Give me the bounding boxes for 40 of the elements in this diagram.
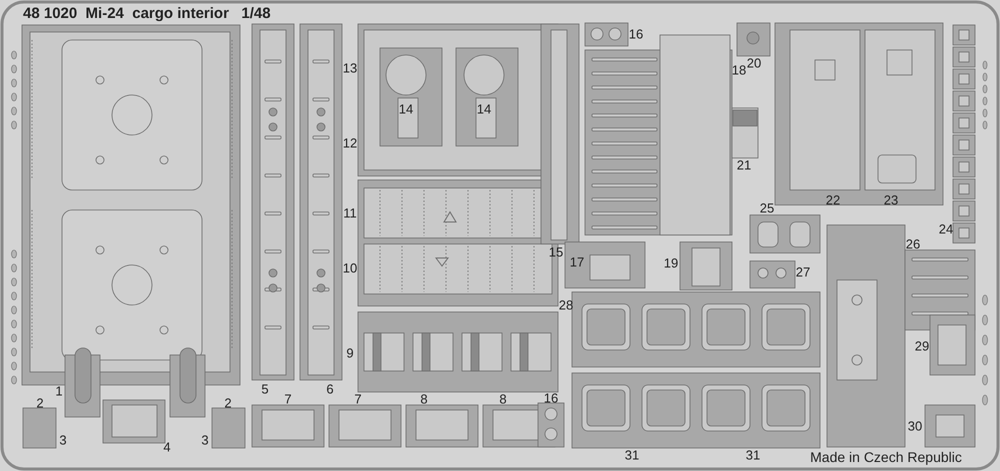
part-number: 5 (261, 382, 269, 396)
part-number: 20 (746, 56, 762, 70)
part-number: 8 (420, 392, 428, 406)
part-number: 7 (354, 392, 362, 406)
part-number: 18 (732, 64, 746, 76)
part-number: 27 (796, 266, 810, 278)
part-number: 13 (342, 62, 358, 74)
part-number: 29 (914, 340, 930, 352)
part-number: 1 (55, 384, 63, 398)
part-number: 3 (59, 434, 67, 446)
part-number: 31 (746, 448, 760, 462)
part-number: 16 (544, 392, 558, 404)
part-number: 17 (570, 256, 584, 268)
part-number: 26 (906, 238, 920, 250)
part-number: 9 (346, 346, 354, 360)
part-number: 16 (628, 28, 644, 40)
part-number: 8 (499, 392, 507, 406)
part-number: 23 (884, 194, 898, 206)
origin-note: Made in Czech Republic (810, 450, 962, 464)
part-number: 6 (326, 382, 334, 396)
part-number: 14 (398, 102, 414, 116)
part-number: 24 (938, 222, 954, 236)
part-number: 3 (201, 434, 209, 446)
part-number: 2 (36, 396, 44, 410)
part-number: 22 (826, 194, 840, 206)
part-number: 11 (343, 206, 357, 220)
part-number: 2 (224, 396, 232, 410)
part-number: 28 (558, 298, 574, 312)
part-number: 14 (476, 102, 492, 116)
part-number: 15 (548, 246, 564, 258)
fret-title: 48 1020 Mi-24 cargo interior 1/48 (23, 6, 271, 21)
part-number: 21 (736, 158, 752, 172)
part-number: 25 (760, 202, 774, 214)
part-number: 10 (342, 262, 358, 274)
part-number: 12 (342, 136, 358, 150)
part-number: 30 (908, 420, 922, 432)
part-number: 4 (163, 440, 171, 454)
part-number: 7 (284, 392, 292, 406)
part-number: 19 (664, 256, 678, 270)
part-number: 31 (624, 448, 640, 462)
